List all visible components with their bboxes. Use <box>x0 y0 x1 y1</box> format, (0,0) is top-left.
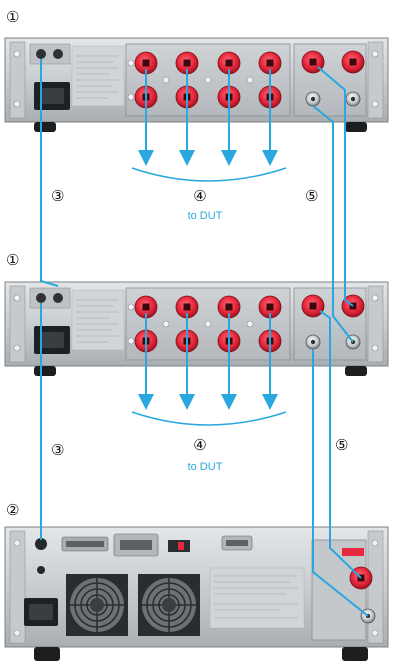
power-inlet-icon <box>24 598 58 626</box>
hv-cable-mid-label: ⑤ <box>335 436 348 454</box>
tester-number: ② <box>6 501 19 519</box>
tester-interlock-port <box>35 538 47 550</box>
dut-brace-top <box>131 167 287 182</box>
scanner-unit-middle <box>4 281 389 376</box>
power-inlet-icon <box>34 326 70 354</box>
outputs-top-label: ④ <box>193 187 206 205</box>
output-arrows-middle <box>138 313 278 410</box>
outputs-mid-label: ④ <box>193 436 206 454</box>
interlock-cable-mid-label: ③ <box>51 441 64 459</box>
to-dut-mid-label: to DUT <box>188 461 223 473</box>
interlock-port-b <box>53 49 63 59</box>
power-inlet-icon <box>34 82 70 110</box>
output-arrows-top <box>138 69 278 166</box>
scanner-top-number: ① <box>6 8 19 26</box>
tester-unit <box>4 526 389 661</box>
interlock-cable-top-label: ③ <box>51 187 64 205</box>
hv-cables <box>312 66 369 617</box>
interlock-port-a <box>36 49 46 59</box>
to-dut-top-label: to DUT <box>188 210 223 222</box>
hv-cable-top-label: ⑤ <box>305 187 318 205</box>
scanner-mid-number: ① <box>6 251 19 269</box>
dut-brace-middle <box>131 411 287 426</box>
fan-icon <box>66 574 128 636</box>
fan-icon <box>138 574 200 636</box>
interlock-cables <box>40 59 59 540</box>
scanner-unit-top <box>4 37 389 132</box>
